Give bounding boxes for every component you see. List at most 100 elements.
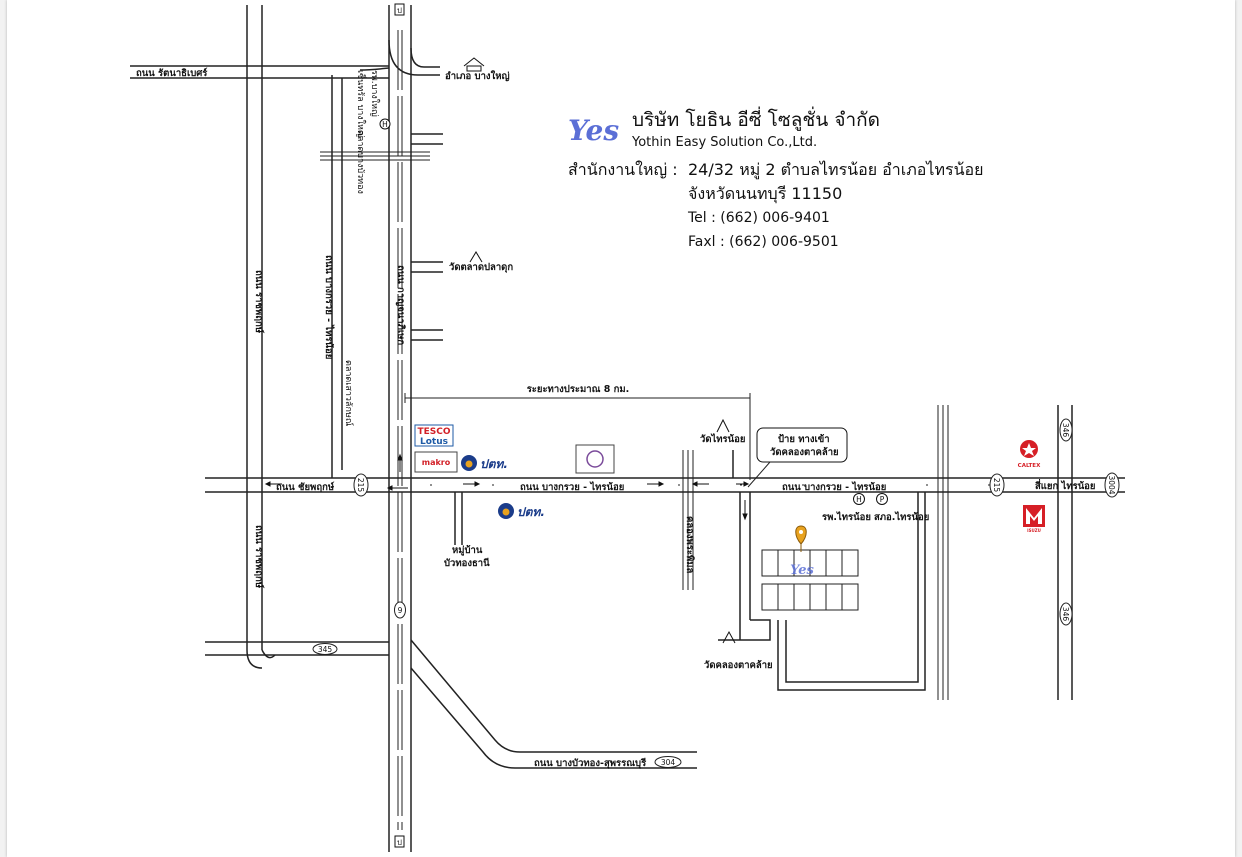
svg-text:3004: 3004	[1107, 475, 1116, 494]
company-name-en: Yothin Easy Solution Co.,Ltd.	[631, 135, 817, 150]
svg-text:ISUZU: ISUZU	[1027, 528, 1041, 533]
label-bang-yai-city: เซ็นทรัล บางใหญ่	[355, 70, 368, 138]
label-market: ตลาดเสาวลักษณ์	[343, 360, 355, 426]
kanchanaphisek-road	[359, 5, 440, 852]
address-line1: 24/32 หมู่ 2 ตำบลไทรน้อย อำเภอไทรน้อย	[688, 160, 984, 180]
shield-346b	[1059, 602, 1073, 626]
fax-number: Faxl : (662) 006-9501	[688, 234, 839, 250]
route-345-road	[205, 641, 389, 656]
label-bangbuathong-market: ตลาดบางบัวทอง	[355, 130, 365, 194]
label-kanchanaphisek: ถนน กาญจนาภิเษก	[395, 265, 406, 345]
place-labels: อำเภอ บางใหญ่ วัดตลาดปลาดุก วัดไทรน้อย ว…	[343, 3, 929, 848]
label-bangkruai-vertical: ถนน บางกรวย - ไทรน้อย	[323, 255, 335, 359]
phone-number: Tel : (662) 006-9401	[687, 210, 830, 226]
makro-logo	[414, 451, 458, 473]
shield-346a	[1059, 418, 1073, 442]
label-bang-yai-district: อำเภอ บางใหญ่	[445, 70, 510, 82]
svg-text:makro: makro	[422, 458, 451, 467]
label-rattanathibet: ถนน รัตนาธิเบศร์	[136, 67, 208, 79]
svg-text:9: 9	[398, 606, 403, 615]
hospital-icon	[853, 493, 865, 505]
ratchaphruek-road	[246, 5, 276, 669]
company-header: Yes บริษัท โยธิน อีซี่ โซลูชั่น จำกัด Yo…	[568, 106, 984, 250]
company-name-th: บริษัท โยธิน อีซี่ โซลูชั่น จำกัด	[632, 106, 880, 131]
shield-9	[394, 601, 406, 619]
label-sainoi-intersection: สี่แยก ไทรน้อย	[1035, 478, 1096, 492]
label-chaiyaphruek: ถนน ชัยพฤกษ์	[276, 481, 335, 493]
distance-label: ระยะทางประมาณ 8 กม.	[527, 383, 630, 395]
company-buildings	[761, 549, 859, 611]
district-office-base	[466, 65, 482, 72]
entrance-sign-callout	[756, 427, 848, 463]
svg-text:TESCO: TESCO	[417, 427, 450, 437]
svg-text:346: 346	[1061, 423, 1070, 438]
svg-text:Lotus: Lotus	[420, 437, 448, 447]
map-sheet: ระยะทางประมาณ 8 กม.	[7, 0, 1235, 857]
svg-text:345: 345	[318, 645, 333, 654]
shield-345	[312, 643, 338, 655]
svg-text:ปตท.: ปตท.	[480, 457, 508, 471]
route-346-road	[1057, 405, 1073, 700]
canal-top	[320, 151, 430, 161]
label-moo-ban: หมู่บ้าน	[452, 544, 483, 557]
canal-east	[937, 405, 949, 700]
label-bangkruai-2: ถนน บางกรวย - ไทรน้อย	[782, 481, 886, 493]
label-entrance-sign-2: วัดคลองตาคล้าย	[770, 446, 839, 458]
label-wat-talat-pla-duk: วัดตลาดปลาดุก	[449, 261, 513, 273]
label-wat-sainoi: วัดไทรน้อย	[700, 433, 745, 445]
svg-text:215: 215	[356, 478, 365, 493]
label-police: สภอ.ไทรน้อย	[874, 511, 929, 523]
company-logo: Yes	[568, 114, 619, 147]
svg-text:P: P	[880, 495, 885, 504]
label-route-304: ถนน บางบัวทอง-สุพรรณบุรี	[534, 757, 647, 769]
svg-text:H: H	[382, 120, 388, 129]
company-access-road	[718, 450, 926, 691]
brand-marks: TESCO Lotus makro ปตท. ปตท. CALTEX ISUZU…	[414, 424, 1045, 578]
distance-indicator: ระยะทางประมาณ 8 กม.	[404, 383, 751, 480]
police-icon	[876, 493, 888, 505]
yes-mark-on-map: Yes	[790, 563, 814, 578]
label-wat-khlong-ta-khlai: วัดคลองตาคล้าย	[704, 659, 773, 671]
shield-304	[654, 756, 682, 768]
khlong-canal	[682, 450, 694, 590]
post-marker-top	[394, 3, 405, 16]
label-khlong: คลองพระพิมล	[684, 516, 695, 574]
direction-arrows	[264, 453, 750, 521]
hospital-icon-north	[379, 118, 391, 130]
svg-text:ป: ป	[397, 6, 402, 15]
post-marker-bottom	[394, 835, 405, 848]
main-horizontal-road	[205, 477, 1125, 493]
svg-text:304: 304	[661, 758, 676, 767]
temple-icon	[722, 630, 736, 644]
route-304-road	[410, 639, 697, 769]
svg-text:CALTEX: CALTEX	[1018, 463, 1041, 469]
label-bangkruai-1: ถนน บางกรวย - ไทรน้อย	[520, 481, 624, 493]
side-roads-east	[411, 133, 443, 341]
label-bua-thong-thani: บัวทองธานี	[444, 557, 490, 569]
emblem-icon	[586, 450, 604, 468]
address-line2: จังหวัดนนทบุรี 11150	[688, 184, 842, 204]
address-label: สำนักงานใหญ่ :	[568, 160, 678, 179]
svg-text:H: H	[856, 495, 862, 504]
location-map: ระยะทางประมาณ 8 กม.	[130, 3, 1125, 852]
svg-text:215: 215	[992, 478, 1001, 493]
district-office-icon	[463, 57, 485, 67]
route-shields: 215 215 345 304 3004 346 346 9	[312, 418, 1120, 768]
shield-3004	[1104, 472, 1120, 498]
shield-215a	[353, 473, 369, 497]
rattanathibet-road	[130, 65, 389, 85]
temple-icon	[469, 251, 483, 263]
tesco-lotus-logo	[414, 424, 454, 447]
label-poly-bang-yai: รพ.บางใหญ่	[369, 70, 380, 117]
road-labels: ถนน รัตนาธิเบศร์ ถนน ราชพฤกษ์ ถนน ราชพฤก…	[136, 67, 1095, 769]
label-hospital: รพ.ไทรน้อย	[822, 511, 871, 523]
label-entrance-sign: ป้าย ทางเข้า	[778, 433, 830, 445]
location-pin-icon	[795, 525, 807, 545]
bua-thong-road	[454, 492, 463, 545]
label-ratchaphruek-upper: ถนน ราชพฤกษ์	[253, 270, 265, 334]
label-ratchaphruek-lower: ถนน ราชพฤกษ์	[253, 525, 265, 589]
emblem-badge	[575, 444, 615, 474]
svg-text:346: 346	[1061, 607, 1070, 622]
shield-215b	[989, 473, 1005, 497]
svg-text:ปตท.: ปตท.	[517, 505, 545, 519]
